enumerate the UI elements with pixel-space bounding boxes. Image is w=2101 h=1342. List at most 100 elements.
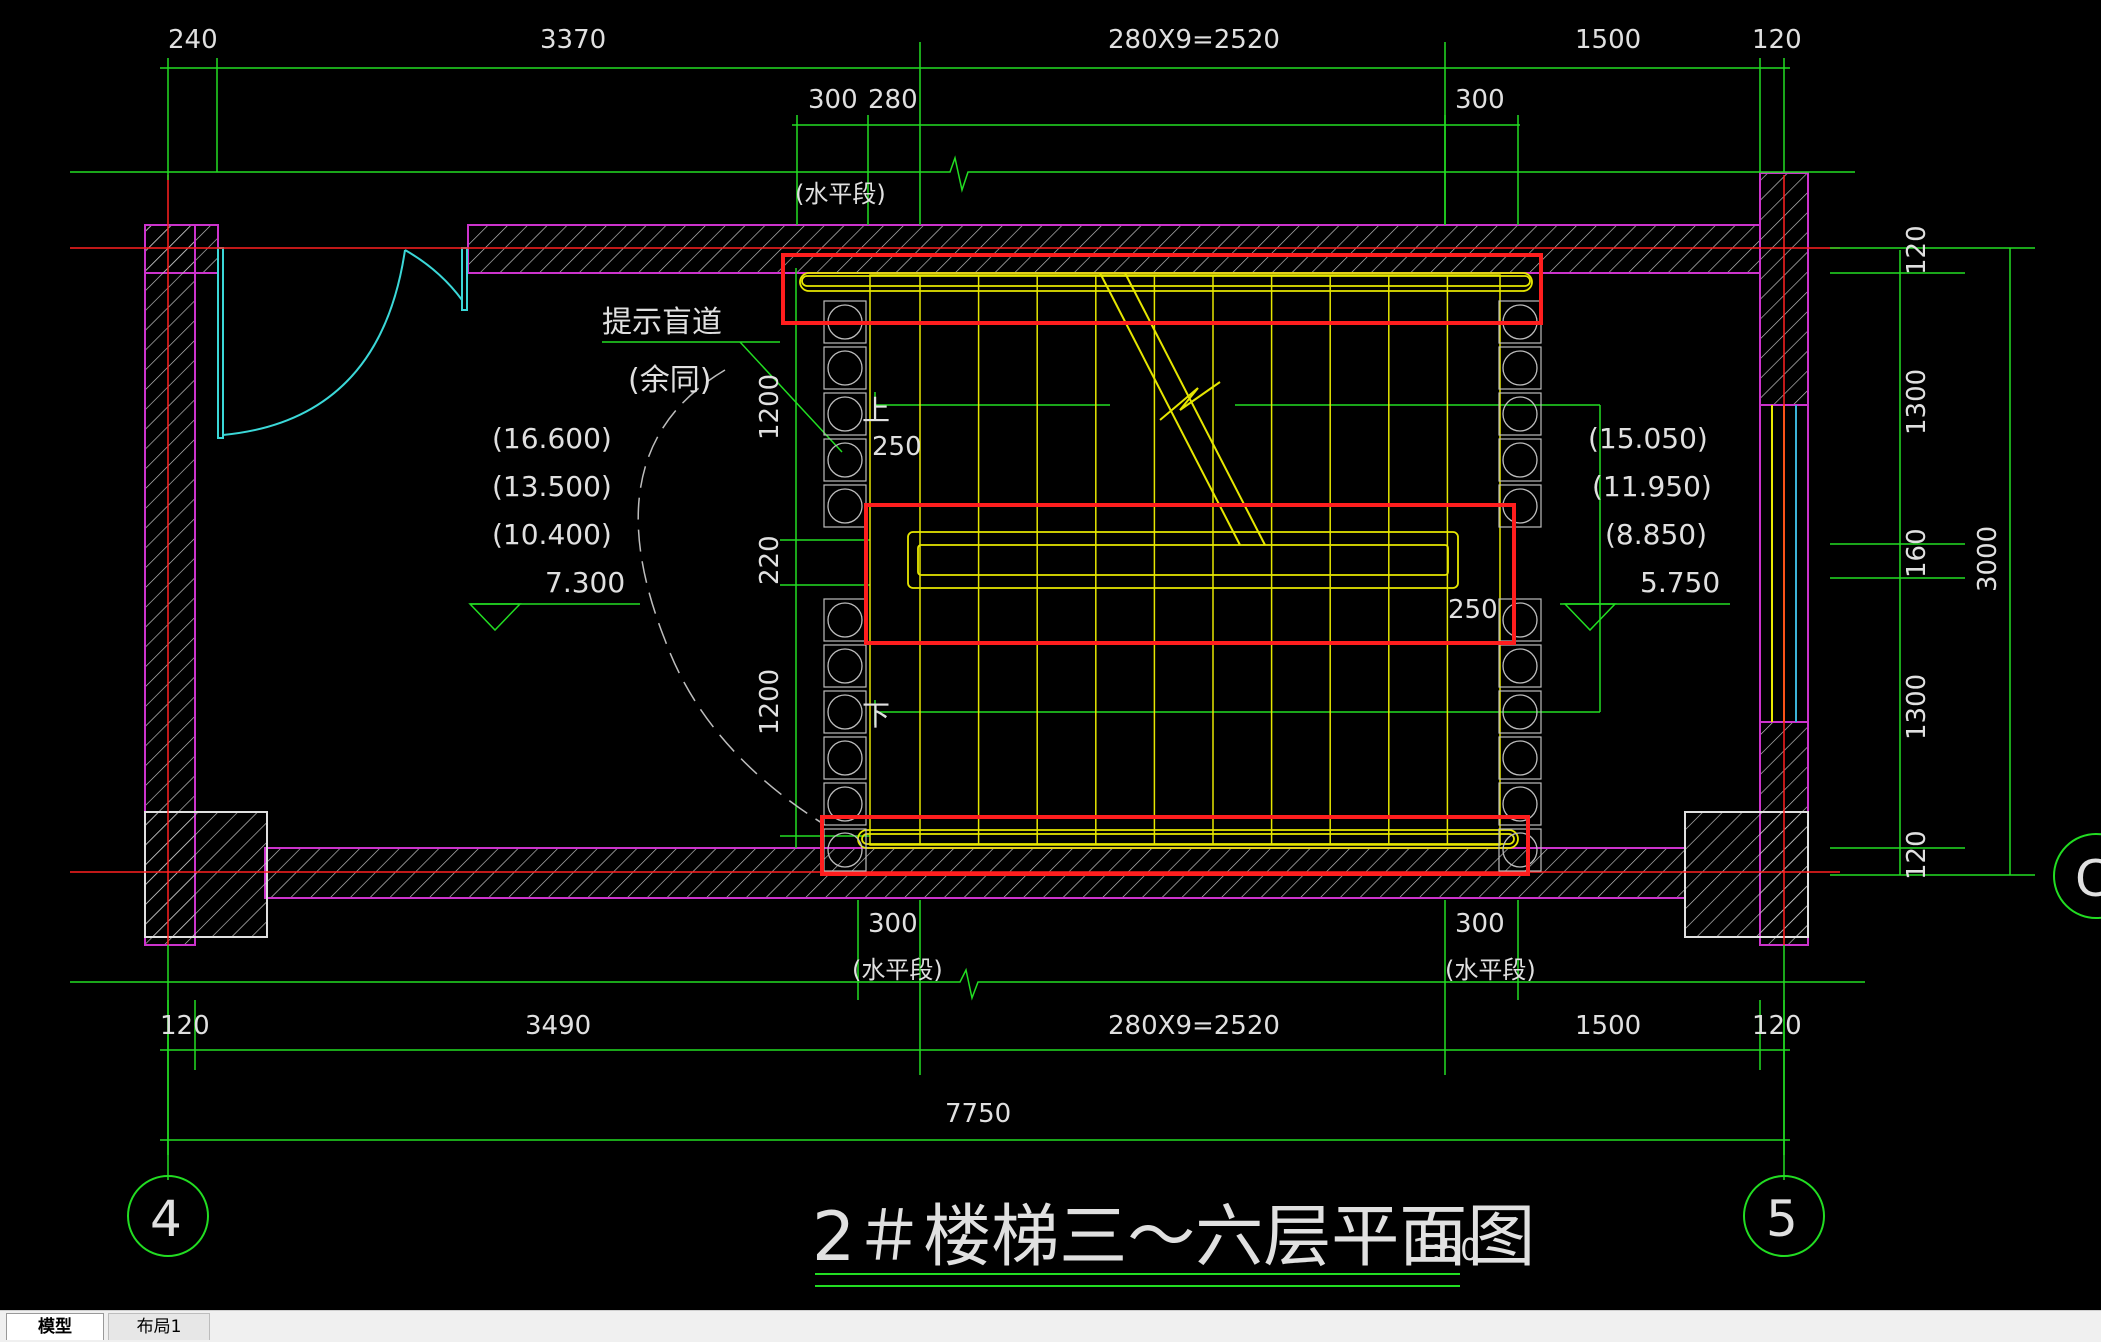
tactile-cell [1498,782,1542,826]
stair-break-symbol [1159,381,1221,421]
tactile-cell [1498,438,1542,482]
tactile-dot [827,602,863,638]
dim-250-bottom: 250 [1448,595,1498,625]
tactile-cell [823,346,867,390]
tactile-dot [1502,832,1538,868]
dim-1300-right-bottom: 1300 [1902,674,1932,740]
tactile-cell [823,598,867,642]
drawing-scale: 1:50 [1412,1233,1479,1268]
label-horizontal-bottom-left: (水平段) [852,956,943,984]
tactile-cell [1498,346,1542,390]
tactile-cell [823,690,867,734]
level-right-1: (15.050) [1588,422,1708,455]
tactile-dot [1502,740,1538,776]
tactile-dot [1502,786,1538,822]
dim-300-top-left: 300 [808,85,858,115]
tactile-paving [823,300,1542,872]
tactile-cell [1498,828,1542,872]
level-right-4: 5.750 [1640,566,1720,599]
axis-label-5: 5 [1766,1190,1798,1248]
tactile-dot [827,740,863,776]
dim-7750: 7750 [945,1099,1011,1129]
tactile-cell [823,644,867,688]
tactile-dot [1502,602,1538,638]
drawing-title: 2＃楼梯三～六层平面图 [812,1198,1535,1277]
tread-lines [919,275,1449,845]
level-right-2: (11.950) [1592,470,1712,503]
tactile-cell [1498,736,1542,780]
dim-120-right-bottom: 120 [1902,830,1932,880]
dim-120-bottom-right: 120 [1752,1011,1802,1041]
dim-1200-top: 1200 [755,374,785,440]
dim-1300-right-top: 1300 [1902,369,1932,435]
label-up: 上 [862,394,890,427]
tactile-cell [823,438,867,482]
tactile-dot [1502,396,1538,432]
label-down: 下 [862,699,890,732]
tactile-dot [1502,350,1538,386]
highlight-boxes [781,253,1543,876]
dim-3490: 3490 [525,1011,591,1041]
dim-240: 240 [168,25,218,55]
tactile-cell [823,782,867,826]
cad-model-canvas[interactable]: 240 3370 280X9=2520 1500 120 300 280 300… [0,0,2101,1310]
label-horizontal-bottom-right: (水平段) [1445,956,1536,984]
tactile-cell [1498,392,1542,436]
level-left-1: (16.600) [492,422,612,455]
handrails [799,272,1533,849]
tactile-dot [827,350,863,386]
dim-2520-top: 280X9=2520 [1108,25,1280,55]
dim-300-top-right: 300 [1455,85,1505,115]
dim-120-right-top: 120 [1902,225,1932,275]
tab-model[interactable]: 模型 [6,1313,104,1340]
dim-1500-bottom: 1500 [1575,1011,1641,1041]
dim-280-top: 280 [868,85,918,115]
dim-250-top: 250 [872,432,922,462]
tactile-cell [1498,690,1542,734]
dim-220: 220 [755,535,785,585]
tactile-cell [1498,644,1542,688]
level-left-2: (13.500) [492,470,612,503]
dim-300-bottom-right: 300 [1455,909,1505,939]
dim-2520-bottom: 280X9=2520 [1108,1011,1280,1041]
tab-layout-1[interactable]: 布局1 [108,1313,210,1340]
tactile-dot [1502,694,1538,730]
axis-bubbles [127,833,2101,1257]
title-underline [815,1273,1460,1287]
dim-3370: 3370 [540,25,606,55]
dim-1500-top: 1500 [1575,25,1641,55]
tactile-dot [827,786,863,822]
dim-3000-right: 3000 [1973,526,2003,592]
columns [144,811,1809,938]
stair-plan-drawing: 240 3370 280X9=2520 1500 120 300 280 300… [70,25,2101,1287]
tactile-dot [1502,442,1538,478]
axis-label-c: C [2075,850,2101,908]
stair-treads [869,274,1501,846]
axis-label-4: 4 [150,1190,182,1248]
tactile-cell [823,736,867,780]
tactile-dot [827,648,863,684]
dim-120-bottom-left: 120 [160,1011,210,1041]
dim-120-top: 120 [1752,25,1802,55]
dashed-arc [637,369,826,826]
dim-1200-bottom: 1200 [755,669,785,735]
level-left-3: (10.400) [492,518,612,551]
door [217,247,468,439]
tactile-dot [827,694,863,730]
tactile-dot [827,396,863,432]
tactile-cell [823,484,867,528]
label-horizontal-top: (水平段) [795,180,886,208]
dim-300-bottom-left: 300 [868,909,918,939]
tactile-cell [1498,598,1542,642]
label-tactile-same: (余同) [628,363,711,398]
layout-tab-bar: 模型 布局1 [0,1310,2101,1342]
tactile-cell [823,392,867,436]
tactile-dot [827,488,863,524]
tactile-dot [1502,648,1538,684]
dimension-lines [70,42,2035,1180]
tactile-dot [827,442,863,478]
tactile-dot [827,832,863,868]
dim-160-right: 160 [1902,528,1932,578]
level-left-4: 7.300 [545,566,625,599]
label-tactile: 提示盲道 [602,305,722,340]
